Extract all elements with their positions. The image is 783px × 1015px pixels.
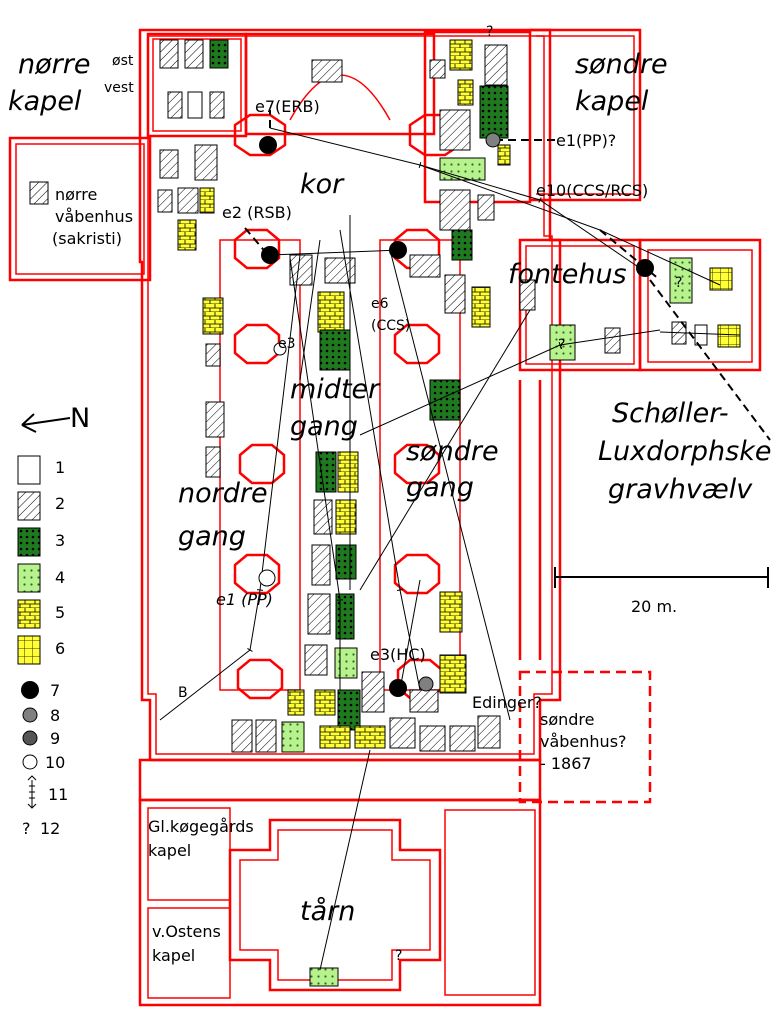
e1-top-marker bbox=[485, 132, 501, 148]
legend-num-3: 3 bbox=[55, 531, 65, 550]
label-sondre-vabenhus-1: søndre bbox=[540, 710, 595, 729]
label-sondre-gang-1: søndre bbox=[406, 436, 499, 467]
legend: 1 2 3 4 5 6 7 8 9 10 11 ? 12 bbox=[17, 455, 68, 838]
legend-num-10: 10 bbox=[45, 753, 65, 772]
label-e3-small: e3 bbox=[278, 336, 296, 352]
legend-num-9: 9 bbox=[50, 729, 60, 748]
label-norre-vabenhus-2: våbenhus bbox=[55, 207, 133, 226]
walls bbox=[8, 28, 762, 1007]
label-b: B bbox=[178, 685, 188, 701]
marker-labels: e7(ERB) e1(PP)? e10(CCS/RCS) e2 (RSB) e6… bbox=[216, 97, 648, 664]
label-midtergang-1: midter bbox=[290, 374, 381, 405]
label-scholler-2: Luxdorphske bbox=[598, 436, 771, 467]
label-sondre-vabenhus-3: - 1867 bbox=[540, 754, 592, 773]
label-edinger: Edinger? bbox=[472, 693, 542, 712]
label-q-top: ? bbox=[486, 24, 493, 40]
legend-num-8: 8 bbox=[50, 706, 60, 725]
graves bbox=[29, 39, 741, 987]
label-norre-kapel-2: kapel bbox=[8, 86, 82, 117]
e10-marker bbox=[636, 259, 654, 277]
legend-num-2: 2 bbox=[55, 494, 65, 513]
label-nordre-gang-2: gang bbox=[178, 521, 246, 552]
e3-small-marker bbox=[273, 342, 287, 356]
label-sondre-kapel-2: kapel bbox=[575, 86, 649, 117]
e3-hc-marker-1 bbox=[389, 679, 407, 697]
markers bbox=[258, 132, 654, 697]
label-e2: e2 (RSB) bbox=[222, 203, 292, 222]
e7-marker bbox=[259, 136, 277, 154]
legend-num-4: 4 bbox=[55, 568, 65, 587]
legend-num-11: 11 bbox=[48, 785, 68, 804]
label-sondre-kapel-1: søndre bbox=[575, 49, 668, 80]
north-arrow: N bbox=[21, 403, 90, 434]
label-gl-kogegards-2: kapel bbox=[148, 841, 191, 860]
label-e10: e10(CCS/RCS) bbox=[536, 181, 648, 200]
label-q-fonte2: ? bbox=[675, 275, 682, 291]
label-q-fonte1: ? bbox=[558, 337, 565, 353]
label-norre-vabenhus-3: (sakristi) bbox=[52, 229, 122, 248]
label-e6-1: e6 bbox=[371, 296, 389, 312]
label-q-tower: ? bbox=[395, 948, 402, 964]
label-fontehus: fontehus bbox=[508, 259, 627, 290]
legend-num-6: 6 bbox=[55, 639, 65, 658]
label-scholler-1: Schøller- bbox=[612, 398, 729, 429]
label-midtergang-2: gang bbox=[290, 411, 358, 442]
e3-hc-marker-2 bbox=[418, 676, 434, 692]
label-v-ostens-1: v.Ostens bbox=[152, 922, 221, 941]
legend-num-12: 12 bbox=[40, 819, 60, 838]
room-labels: nørre kapel øst vest søndre kapel nørre … bbox=[8, 24, 771, 965]
label-scholler-3: gravhvælv bbox=[608, 474, 753, 505]
transects bbox=[159, 127, 741, 971]
label-e1-pp-top: e1(PP)? bbox=[556, 131, 616, 150]
label-norre-kapel-1: nørre bbox=[18, 49, 90, 80]
e2-marker bbox=[261, 246, 279, 264]
label-v-ostens-2: kapel bbox=[152, 946, 195, 965]
label-sondre-vabenhus-2: våbenhus? bbox=[540, 732, 627, 751]
legend-num-7: 7 bbox=[50, 681, 60, 700]
label-norre-vabenhus-1: nørre bbox=[55, 185, 97, 204]
north-label: N bbox=[70, 403, 90, 434]
legend-symbol-12: ? bbox=[22, 819, 31, 838]
legend-num-1: 1 bbox=[55, 458, 65, 477]
label-e1-pp: e1 (PP) bbox=[216, 590, 273, 609]
label-e7: e7(ERB) bbox=[255, 97, 320, 116]
label-nordre-gang-1: nordre bbox=[178, 478, 268, 509]
label-sondre-gang-2: gang bbox=[406, 472, 474, 503]
label-vest: vest bbox=[104, 80, 134, 96]
scale-bar: 20 m. bbox=[554, 567, 769, 616]
legend-num-5: 5 bbox=[55, 603, 65, 622]
e6-marker bbox=[389, 241, 407, 259]
label-e6-2: (CCS) bbox=[371, 318, 410, 334]
scale-label: 20 m. bbox=[631, 597, 677, 616]
label-e3-hc: e3(HC) bbox=[370, 645, 426, 664]
label-gl-kogegards-1: Gl.køgegårds bbox=[148, 817, 254, 836]
label-ost: øst bbox=[112, 53, 134, 69]
label-taarn: tårn bbox=[300, 896, 355, 927]
e1-pp-marker bbox=[258, 569, 276, 587]
label-kor: kor bbox=[300, 169, 345, 200]
